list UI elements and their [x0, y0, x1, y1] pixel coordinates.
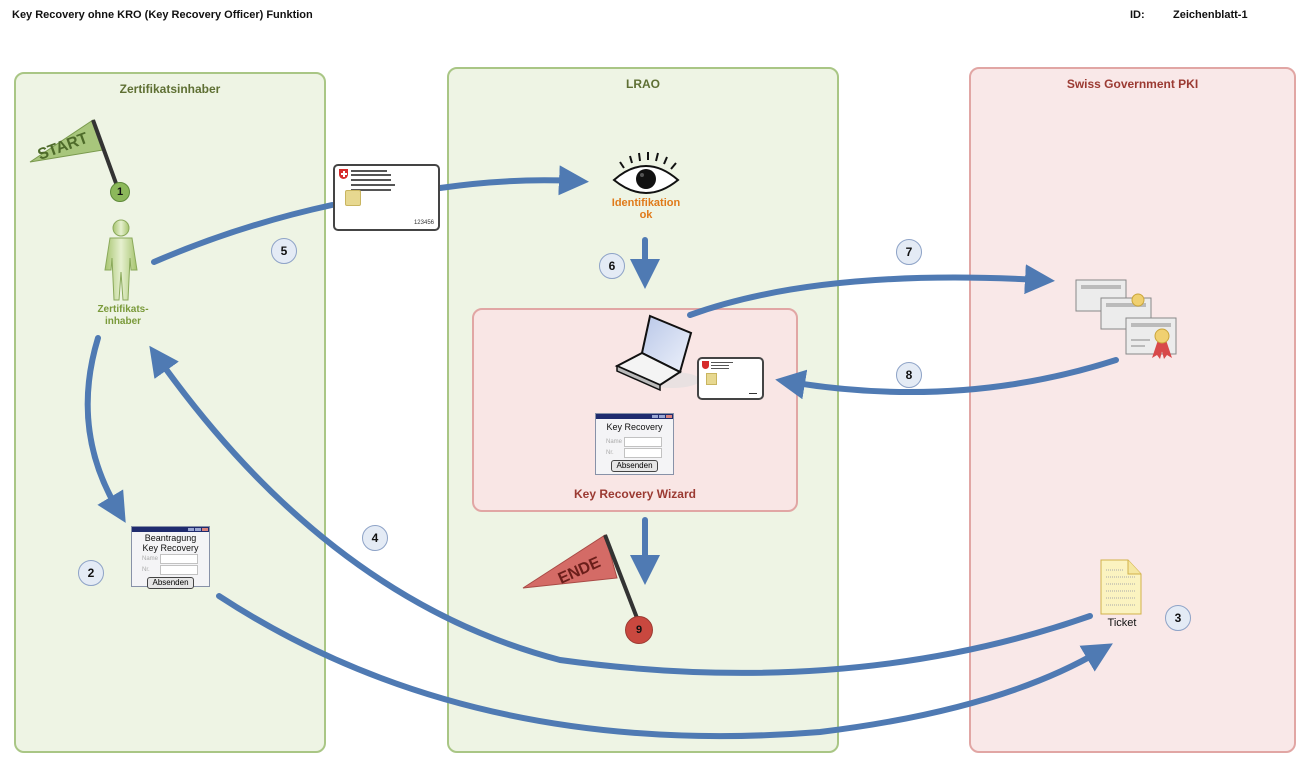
document-title: Key Recovery ohne KRO (Key Recovery Offi… — [12, 9, 313, 21]
wizard-form-submit-button[interactable]: Absenden — [611, 460, 658, 472]
request-form-title-line2: Key Recovery — [142, 543, 199, 553]
lane-title-swiss-government-pki: Swiss Government PKI — [1066, 77, 1199, 91]
lane-zertifikatsinhaber: Zertifikatsinhaber — [14, 72, 326, 753]
chip-icon — [345, 190, 361, 206]
step-badge-6: 6 — [599, 253, 625, 279]
wizard-form-window: Key Recovery Name Nr. Absenden — [595, 413, 674, 475]
step-badge-8: 8 — [896, 362, 922, 388]
step-badge-7: 7 — [896, 239, 922, 265]
wizard-swiss-cross-icon — [702, 361, 709, 369]
arrow-step-3 — [216, 593, 1113, 740]
request-form-window: Beantragung Key Recovery Name Nr. Absend… — [131, 526, 210, 589]
swiss-cross-icon — [339, 169, 348, 179]
laptop-icon — [614, 314, 700, 392]
arrow-step-5-to-card — [151, 202, 335, 265]
ticket-label: Ticket — [1107, 617, 1137, 629]
step-badge-3: 3 — [1165, 605, 1191, 631]
step-badge-4: 4 — [362, 525, 388, 551]
identification-label: Identifikation ok — [600, 197, 692, 221]
person-label-line1: Zertifikats- — [97, 304, 149, 315]
key-recovery-wizard-title: Key Recovery Wizard — [574, 487, 696, 501]
wizard-form-name-label: Name — [606, 439, 623, 445]
identification-label-line2: ok — [639, 209, 653, 221]
request-form-nr-field[interactable] — [160, 565, 198, 575]
request-form-name-label: Name — [142, 556, 159, 562]
id-card: 123456 — [333, 164, 440, 231]
document-id-label: ID: — [1130, 9, 1145, 21]
step-badge-9: 9 — [625, 616, 653, 644]
person-icon — [104, 219, 138, 301]
certificates-icon — [1075, 279, 1177, 359]
wizard-form-nr-field[interactable] — [624, 448, 662, 458]
id-card-number: 123456 — [413, 220, 434, 226]
lane-title-zertifikatsinhaber: Zertifikatsinhaber — [119, 82, 221, 96]
request-form-name-field[interactable] — [160, 554, 198, 564]
end-flag: ENDE — [522, 534, 639, 619]
wizard-form-title: Key Recovery — [606, 422, 663, 432]
wizard-chip-icon — [706, 373, 717, 385]
step-badge-5: 5 — [271, 238, 297, 264]
request-form-nr-label: Nr. — [142, 567, 150, 573]
key-recovery-wizard-box: Key Recovery Wizard — [472, 308, 798, 512]
wizard-id-card — [697, 357, 764, 400]
arrow-step-8 — [775, 357, 1119, 400]
wizard-form-name-field[interactable] — [624, 437, 662, 447]
arrow-step-7 — [687, 264, 1055, 318]
step-badge-2: 2 — [78, 560, 104, 586]
person-label: Zertifikats- inhaber — [85, 304, 161, 328]
identification-label-line1: Identifikation — [611, 197, 681, 209]
person-label-line2: inhaber — [104, 316, 142, 327]
lane-title-lrao: LRAO — [626, 77, 660, 91]
ticket-document-icon — [1100, 559, 1142, 615]
request-form-title-line1: Beantragung — [144, 533, 197, 543]
eye-icon — [612, 152, 680, 194]
step-badge-1: 1 — [110, 182, 130, 202]
arrow-card-to-identification — [437, 165, 589, 196]
request-form-submit-button[interactable]: Absenden — [147, 577, 194, 589]
start-flag-label: START — [36, 130, 91, 164]
wizard-form-nr-label: Nr. — [606, 450, 614, 456]
document-id-value: Zeichenblatt-1 — [1173, 9, 1248, 21]
start-flag: START — [29, 119, 119, 187]
arrow-step-2 — [84, 335, 126, 523]
arrow-step-4 — [149, 345, 1093, 676]
